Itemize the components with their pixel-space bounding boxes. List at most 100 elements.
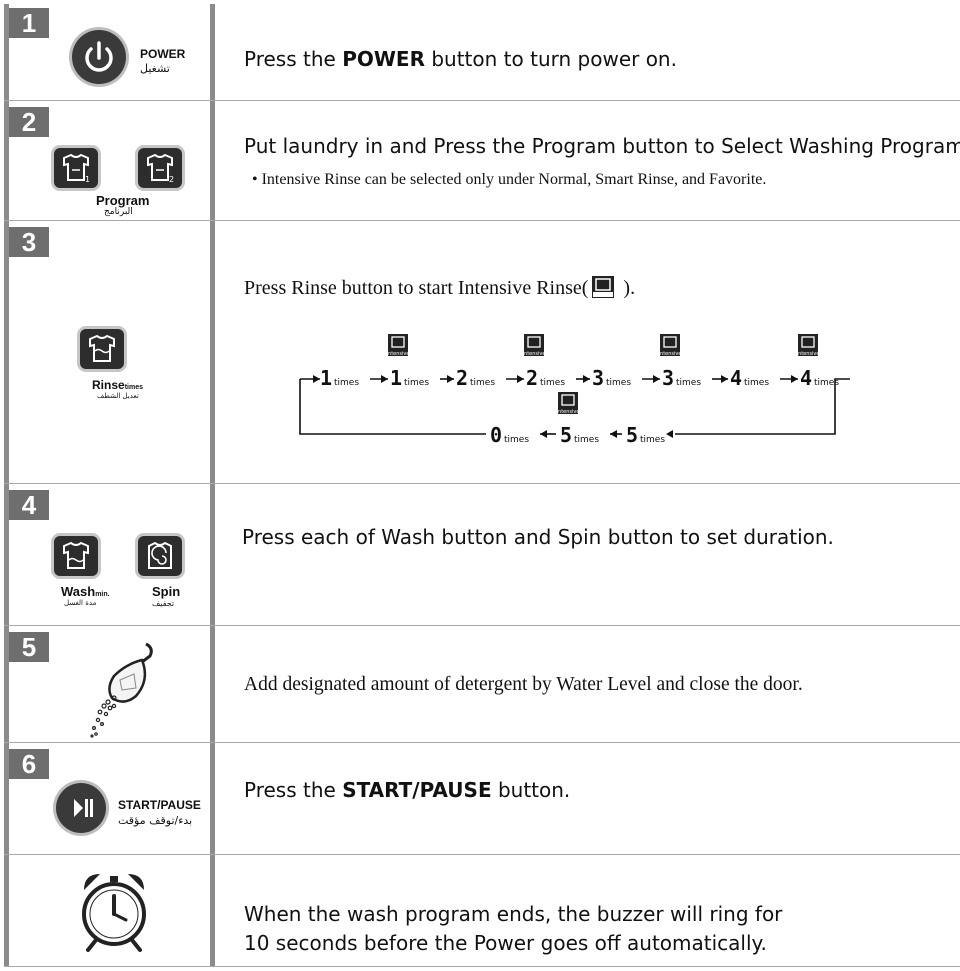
wash-label-sub: min. bbox=[95, 591, 110, 598]
svg-text:times: times bbox=[606, 378, 631, 388]
step2-text: Put laundry in and Press the Program but… bbox=[244, 134, 960, 158]
divider bbox=[4, 483, 960, 484]
svg-text:times: times bbox=[744, 378, 769, 388]
divider bbox=[4, 742, 960, 743]
step3-text-a: Press Rinse button to start Intensive Ri… bbox=[244, 277, 589, 299]
svg-text:times: times bbox=[540, 378, 565, 388]
rinse-label-sub: times bbox=[124, 384, 143, 391]
svg-text:5: 5 bbox=[626, 423, 638, 447]
svg-text:5: 5 bbox=[560, 423, 572, 447]
intensive-badge-top-1: Intensive bbox=[387, 334, 410, 357]
rinse-button[interactable] bbox=[80, 329, 124, 369]
divider bbox=[4, 100, 960, 101]
svg-text:times: times bbox=[640, 435, 665, 445]
detergent-scoop-icon bbox=[90, 642, 153, 738]
wash-label-ar: مدة الغسل bbox=[64, 599, 97, 607]
svg-text:times: times bbox=[814, 378, 839, 388]
wash-label-main: Wash bbox=[61, 584, 96, 599]
cycle-arrow-4-head bbox=[653, 375, 660, 383]
cycle-arrow-b0-head bbox=[540, 430, 547, 438]
step2-note: • Intensive Rinse can be selected only u… bbox=[252, 171, 767, 188]
svg-text:0: 0 bbox=[490, 423, 502, 447]
cycle-return-head bbox=[666, 430, 673, 438]
left-column bbox=[4, 4, 215, 967]
cycle-arrow-start-head bbox=[313, 375, 320, 383]
svg-text:1: 1 bbox=[320, 366, 332, 390]
power-button[interactable] bbox=[72, 30, 126, 84]
rinse-label-ar: تعديل الشطف bbox=[97, 392, 139, 400]
cycle-arrow-6-head bbox=[791, 375, 798, 383]
step1-text-bold: POWER bbox=[342, 47, 425, 71]
svg-text:times: times bbox=[334, 378, 359, 388]
step1-text-b: button to turn power on. bbox=[424, 47, 677, 71]
rinse-label-main: Rinse bbox=[92, 378, 125, 392]
svg-text:Intensive: Intensive bbox=[557, 409, 580, 415]
step3-text: Press Rinse button to start Intensive Ri… bbox=[244, 276, 635, 300]
wash-button[interactable] bbox=[54, 536, 98, 576]
intensive-badge-top-5: Intensive bbox=[659, 334, 682, 357]
step-number-3: 3 bbox=[9, 227, 49, 257]
shirt-2-icon: 2 bbox=[147, 153, 174, 184]
step6-text-b: button. bbox=[491, 778, 571, 802]
end-text-line1: When the wash program ends, the buzzer w… bbox=[244, 902, 783, 926]
svg-text:2: 2 bbox=[169, 175, 174, 184]
program-button-2[interactable]: 2 bbox=[138, 148, 182, 188]
intensive-badge-top-3: Intensive bbox=[523, 334, 545, 357]
start-pause-button[interactable] bbox=[56, 783, 106, 833]
start-pause-label: START/PAUSE bbox=[118, 798, 201, 812]
cycle-arrow-b1-head bbox=[610, 430, 617, 438]
step1-text-a: Press the bbox=[244, 47, 343, 71]
cycle-arrow-2-head bbox=[517, 375, 524, 383]
step1-text: Press the POWER button to turn power on. bbox=[244, 47, 677, 71]
spin-label-ar: تجفيف bbox=[152, 599, 175, 608]
cycle-return-line bbox=[675, 378, 850, 435]
cycle-arrow-0-head bbox=[381, 375, 388, 383]
spin-button[interactable] bbox=[138, 536, 182, 576]
wash-shirt-icon bbox=[63, 541, 89, 569]
svg-text:1: 1 bbox=[85, 175, 90, 184]
svg-text:Intensive: Intensive bbox=[659, 351, 682, 357]
svg-text:2: 2 bbox=[456, 366, 468, 390]
cycle-arrow-5-head bbox=[721, 375, 728, 383]
shirt-1-icon: 1 bbox=[63, 153, 90, 184]
step5-text: Add designated amount of detergent by Wa… bbox=[244, 674, 803, 695]
step4-text: Press each of Wash button and Spin butto… bbox=[242, 525, 834, 549]
divider bbox=[4, 625, 960, 626]
intensive-badge-top-7: Intensive bbox=[797, 334, 820, 357]
svg-text:times: times bbox=[676, 378, 701, 388]
rinse-label: Rinsetimes bbox=[92, 378, 143, 392]
step-number-4: 4 bbox=[9, 490, 49, 520]
svg-text:2: 2 bbox=[526, 366, 538, 390]
step6-text-bold: START/PAUSE bbox=[342, 778, 492, 802]
end-text-line2: 10 seconds before the Power goes off aut… bbox=[244, 931, 767, 955]
svg-text:times: times bbox=[574, 435, 599, 445]
svg-text:3: 3 bbox=[662, 366, 674, 390]
svg-text:times: times bbox=[504, 435, 529, 445]
play-pause-icon bbox=[74, 799, 93, 817]
intensive-badge-bottom-1: Intensive bbox=[557, 392, 580, 415]
start-pause-label-ar: بدء/توقف مؤقت bbox=[118, 814, 193, 827]
cycle-arrow-3-head bbox=[583, 375, 590, 383]
step-number-5: 5 bbox=[9, 632, 49, 662]
alarm-clock-icon bbox=[82, 874, 146, 952]
program-label-ar: البرنامج bbox=[104, 207, 133, 217]
cycle-arrow-1-head bbox=[447, 375, 454, 383]
power-icon bbox=[85, 41, 113, 72]
svg-text:4: 4 bbox=[800, 366, 812, 390]
power-label: POWER bbox=[140, 47, 186, 61]
program-button-1[interactable]: 1 bbox=[54, 148, 98, 188]
svg-text:Intensive: Intensive bbox=[387, 351, 410, 357]
svg-text:Intensive: Intensive bbox=[797, 351, 820, 357]
cycle-loop-line bbox=[299, 379, 486, 435]
